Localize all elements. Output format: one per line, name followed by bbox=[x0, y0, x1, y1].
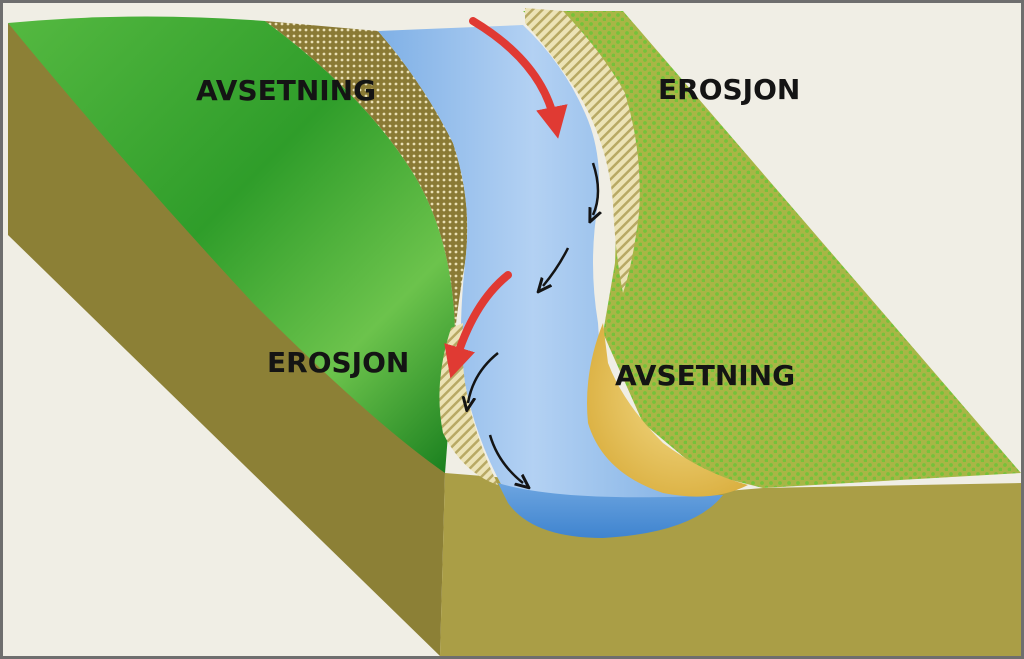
flow-arrow-3 bbox=[468, 352, 499, 403]
deposition-label-upper-left: AVSETNING bbox=[196, 74, 377, 107]
erosion-label-lower-left: EROSJON bbox=[267, 346, 410, 379]
deposition-label-lower-right: AVSETNING bbox=[615, 359, 796, 392]
river-meander-illustration bbox=[8, 8, 1021, 656]
right-plain bbox=[523, 11, 1021, 488]
erosion-arrow-upper bbox=[469, 17, 568, 139]
erosion-label-upper-right: EROSJON bbox=[658, 73, 801, 106]
erosion-arrow-lower bbox=[444, 271, 512, 379]
river-front bbox=[498, 483, 723, 538]
flow-arrow-2 bbox=[543, 247, 570, 286]
left-soil-wall bbox=[8, 23, 445, 656]
flow-arrow-1 bbox=[593, 162, 598, 215]
lower-right-sand-bar bbox=[587, 323, 748, 497]
upper-right-erosion-bank bbox=[525, 8, 640, 293]
flow-arrow-4 bbox=[488, 434, 523, 483]
upper-left-deposit-band bbox=[265, 21, 468, 333]
